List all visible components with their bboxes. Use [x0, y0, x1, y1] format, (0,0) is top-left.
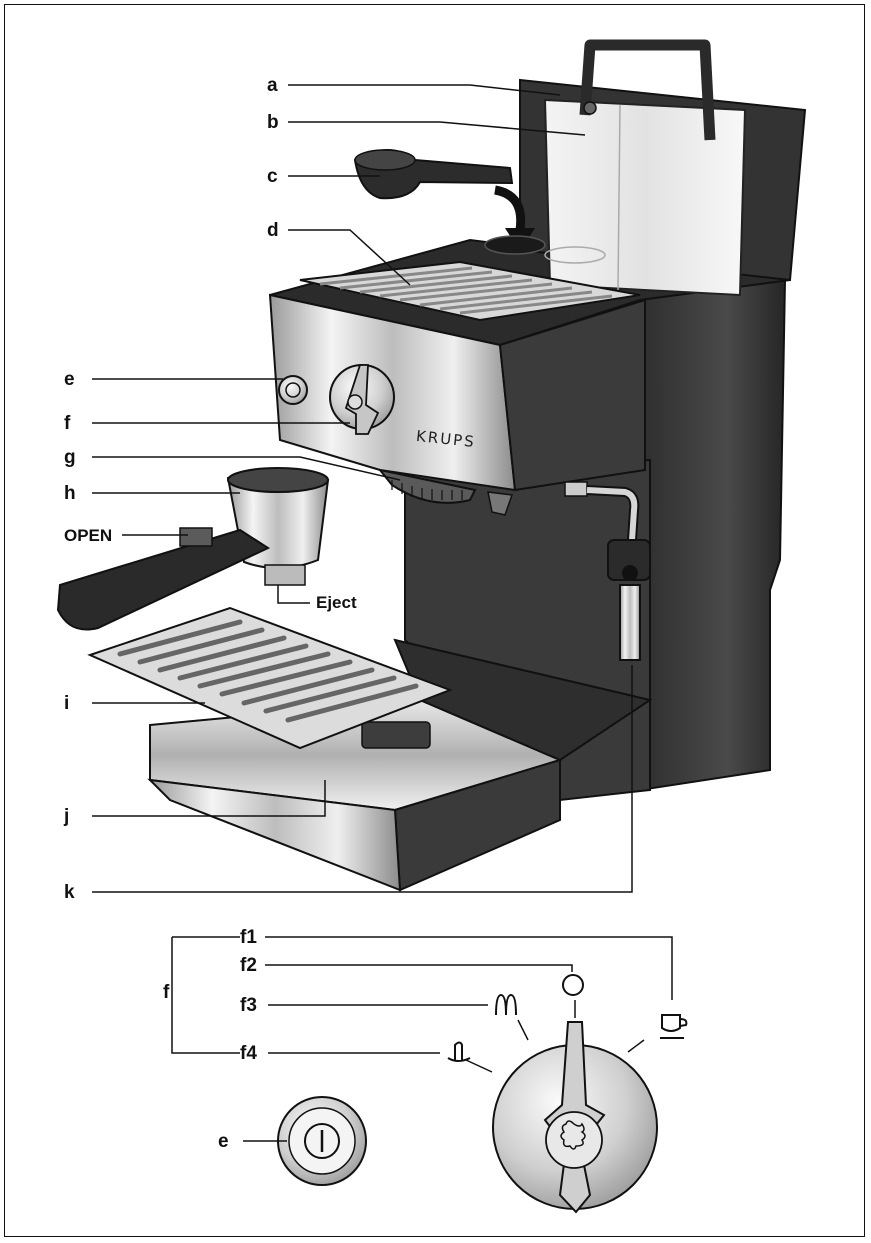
- off-circle-icon: [563, 975, 583, 995]
- label-h: h: [64, 484, 76, 503]
- label-g: g: [64, 448, 76, 467]
- cup-icon: [660, 1015, 686, 1038]
- label-a: a: [267, 76, 278, 95]
- steam-icon: [496, 995, 516, 1015]
- legend-e: e: [218, 1132, 229, 1151]
- filter-holder: [58, 468, 328, 630]
- label-j: j: [64, 807, 69, 826]
- label-e: e: [64, 370, 75, 389]
- legend-f2: f2: [240, 956, 257, 975]
- power-button-detail: [243, 1097, 366, 1185]
- insert-arrow: [495, 190, 521, 230]
- label-k: k: [64, 883, 75, 902]
- measuring-spoon: [355, 150, 512, 198]
- legend-f3: f3: [240, 996, 257, 1015]
- water-tank: [545, 100, 745, 295]
- label-f: f: [64, 414, 70, 433]
- label-open: OPEN: [64, 527, 112, 544]
- hot-water-icon: [448, 1043, 470, 1062]
- legend-f4: f4: [240, 1044, 257, 1063]
- selector-dial-detail: [466, 1000, 657, 1212]
- label-c: c: [267, 167, 278, 186]
- legend-f: f: [163, 983, 169, 1002]
- label-d: d: [267, 221, 279, 240]
- power-button[interactable]: [279, 376, 307, 404]
- label-i: i: [64, 694, 69, 713]
- label-eject: Eject: [316, 594, 357, 611]
- label-b: b: [267, 113, 279, 132]
- legend-f1: f1: [240, 928, 257, 947]
